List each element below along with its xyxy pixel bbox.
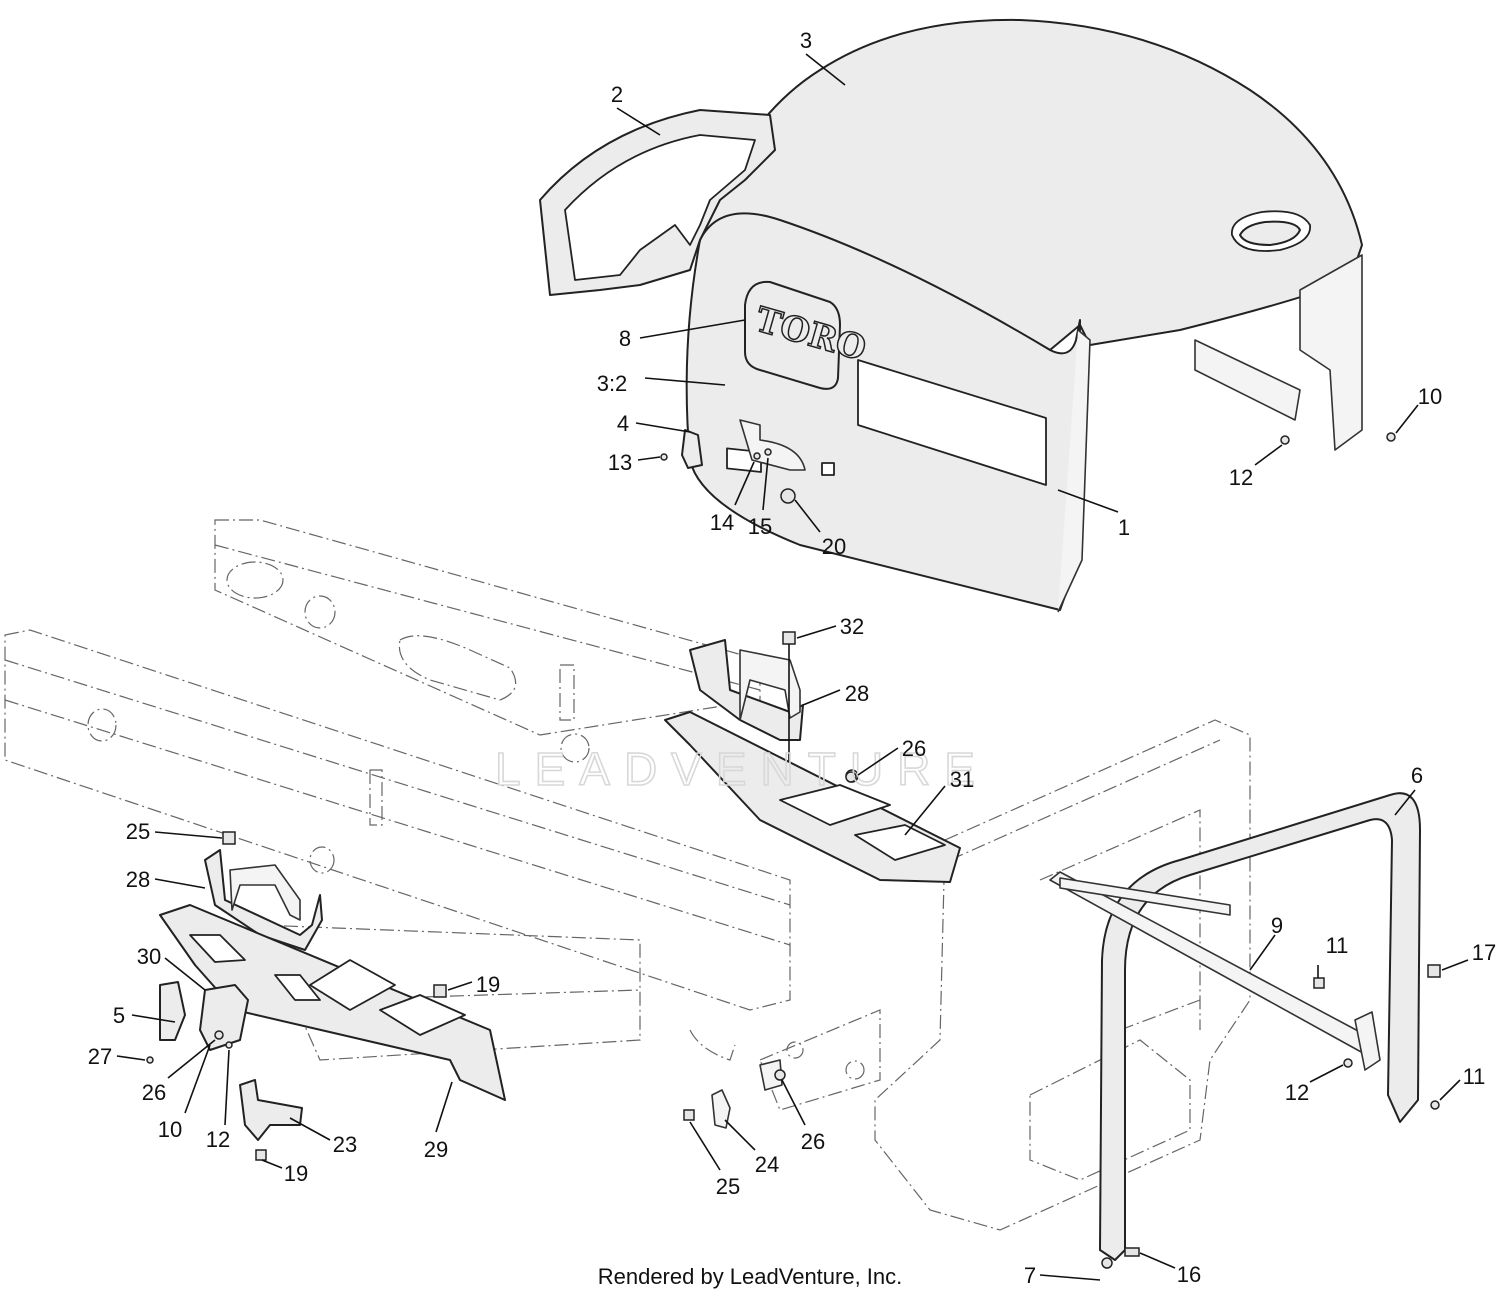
callout-label: 27: [88, 1044, 112, 1069]
callout-label: 3:2: [597, 371, 628, 396]
credit-line: Rendered by LeadVenture, Inc.: [598, 1264, 903, 1289]
lower-mount-assembly: [146, 831, 506, 1161]
callout-label: 26: [142, 1080, 166, 1105]
callout-label: 11: [1463, 1064, 1486, 1089]
callout-label: 20: [822, 534, 846, 559]
callout-label: 12: [1229, 465, 1253, 490]
callout-label: 13: [608, 450, 632, 475]
callout-label: 28: [126, 867, 150, 892]
callout-label: 28: [845, 681, 869, 706]
chassis-frame: [4, 519, 1251, 1231]
callout-label: 15: [748, 514, 772, 539]
callout-label: 30: [137, 944, 161, 969]
callout-label: 10: [158, 1117, 182, 1142]
callout-label: 31: [950, 767, 974, 792]
latch-hardware: [660, 419, 835, 504]
callout-label: 9: [1271, 913, 1283, 938]
callout-label: 12: [1285, 1080, 1309, 1105]
callout-label: 1: [1118, 515, 1130, 540]
callout-label: 4: [617, 411, 629, 436]
callout-label: 26: [902, 736, 926, 761]
callout-label: 24: [755, 1152, 779, 1177]
callout-label: 14: [710, 510, 734, 535]
callout-label: 19: [284, 1161, 308, 1186]
callout-label: 25: [126, 819, 150, 844]
callout-label: 19: [476, 972, 500, 997]
callout-label: 6: [1411, 763, 1423, 788]
callout-label: 2: [611, 82, 623, 107]
leader-lines: [116, 53, 1469, 1281]
callout-label: 8: [619, 326, 631, 351]
callout-label: 7: [1024, 1263, 1036, 1288]
upper-mount-assembly: [664, 631, 961, 883]
callout-label: 5: [113, 1003, 125, 1028]
callout-label: 3: [800, 28, 812, 53]
callout-label: 17: [1472, 940, 1496, 965]
callout-label: 16: [1177, 1262, 1201, 1287]
decal-1: [857, 359, 1047, 486]
callout-label: 29: [424, 1137, 448, 1162]
watermark: LEADVENTURE: [495, 743, 989, 795]
callout-label: 11: [1326, 933, 1349, 958]
rear-hardware: [683, 771, 857, 1129]
callout-label: 25: [716, 1174, 740, 1199]
hood-rear-hardware: [1280, 432, 1396, 445]
callout-label: 23: [333, 1132, 357, 1157]
callout-label: 10: [1418, 384, 1442, 409]
callout-label: 12: [206, 1127, 230, 1152]
callout-label: 26: [801, 1129, 825, 1154]
roll-bar: [1049, 792, 1441, 1269]
seal-strip: [539, 109, 776, 296]
callout-label: 32: [840, 614, 864, 639]
